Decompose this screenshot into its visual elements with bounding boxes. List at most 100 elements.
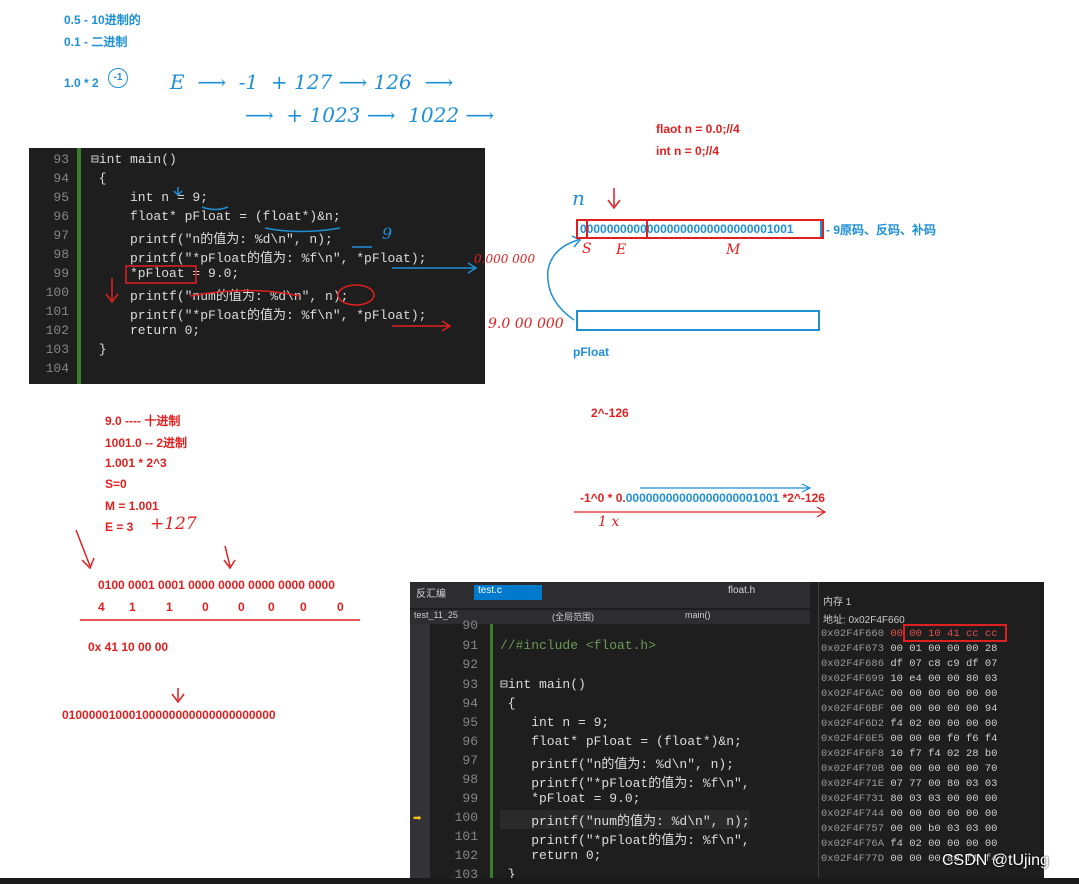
hex-digit: 1: [129, 600, 136, 614]
code-line-current[interactable]: printf("num的值为: %d\n", n);: [500, 810, 750, 829]
line-number: 90: [462, 618, 478, 633]
function-dropdown[interactable]: main(): [685, 610, 711, 620]
memory-row[interactable]: 0x02F4F71E 07 77 00 80 03 03: [821, 778, 998, 790]
line-number: 95: [53, 190, 69, 205]
hand-e-row: E ⟶ -1 + 127 ⟶ 126 ⟶: [170, 70, 454, 94]
arrow-right-icon: [574, 506, 827, 518]
line-number: 99: [53, 266, 69, 281]
memory-row[interactable]: 0x02F4F6AC 00 00 00 00 00 00: [821, 688, 998, 700]
code-line[interactable]: printf("num的值为: %d\n", n);: [91, 289, 349, 304]
memory-row[interactable]: 0x02F4F660 00 00 10 41 cc cc: [821, 628, 998, 640]
calc-expr: -1^0 * 0.00000000000000000001001 *2^-126: [580, 491, 825, 505]
hand-e-row2: ⟶ + 1023 ⟶ 1022 ⟶: [245, 103, 495, 127]
memory-row[interactable]: 0x02F4F699 10 e4 00 00 80 03: [821, 673, 998, 685]
code-line[interactable]: int n = 9;: [500, 715, 610, 730]
code-line[interactable]: printf("*pFloat的值为: %f\n",: [500, 833, 750, 848]
tab-float-h[interactable]: float.h: [728, 585, 756, 596]
memory-title: 内存 1: [823, 597, 852, 608]
memory-row[interactable]: 0x02F4F686 df 07 c8 c9 df 07: [821, 658, 998, 670]
code-line[interactable]: printf("*pFloat的值为: %f\n",: [500, 776, 750, 791]
hex-digit: 4: [98, 600, 105, 614]
note-float-zero: flaot n = 0.0;//4: [656, 122, 740, 136]
code-line[interactable]: ⊟int main(): [91, 152, 177, 167]
label-s: S: [582, 241, 592, 257]
memory-row[interactable]: 0x02F4F757 00 00 b0 03 03 00: [821, 823, 998, 835]
code-line[interactable]: float* pFloat = (float*)&n;: [500, 734, 742, 749]
line-number: 102: [45, 323, 69, 338]
memory-row[interactable]: 0x02F4F70B 00 00 00 00 00 70: [821, 763, 998, 775]
code-line[interactable]: return 0;: [91, 323, 201, 338]
memory-row[interactable]: 0x02F4F6BF 00 00 00 00 00 94: [821, 703, 998, 715]
code-line[interactable]: printf("*pFloat的值为: %f\n", *pFloat);: [91, 308, 427, 323]
calc-hex-result: 0x 41 10 00 00: [88, 640, 169, 654]
code-line[interactable]: //#include <float.h>: [500, 638, 657, 653]
project-dropdown[interactable]: test_11_25: [414, 610, 458, 620]
code-line[interactable]: *pFloat = 9.0;: [500, 791, 641, 806]
bits-box: 00000000000000000000000000001001: [576, 219, 824, 239]
memory-row[interactable]: 0x02F4F6E5 00 00 00 f0 f6 f4: [821, 733, 998, 745]
tab-test-c[interactable]: test.c: [474, 585, 542, 600]
code-line[interactable]: float* pFloat = (float*)&n;: [91, 209, 341, 224]
code-line[interactable]: {: [91, 171, 107, 186]
memory-row[interactable]: 0x02F4F6D2 f4 02 00 00 00 00: [821, 718, 998, 730]
line-number: 100: [454, 810, 478, 825]
code-editor[interactable]: ➡ 90 91 92 93 94 95 96 97 98 99 100 101 …: [410, 618, 810, 884]
code-line[interactable]: {: [500, 696, 516, 711]
memory-row[interactable]: 0x02F4F76A f4 02 00 00 00 00: [821, 838, 998, 850]
pfloat-box: [576, 310, 820, 331]
code-line[interactable]: printf("*pFloat的值为: %f\n", *pFloat);: [91, 251, 427, 266]
line-number: 95: [462, 715, 478, 730]
calc-scientific: 1.001 * 2^3: [105, 456, 167, 470]
line-number: 101: [454, 829, 478, 844]
note-exponent-circled: -1: [108, 68, 128, 88]
code-line[interactable]: return 0;: [500, 848, 602, 863]
line-number: 93: [462, 677, 478, 692]
hex-digit: 0: [300, 600, 307, 614]
calc-m: M = 1.001: [105, 499, 159, 513]
memory-row[interactable]: 0x02F4F673 00 01 00 00 00 28: [821, 643, 998, 655]
line-number: 104: [45, 361, 69, 376]
line-number: 101: [45, 304, 69, 319]
arrow-up-icon: [571, 235, 582, 248]
line-number: 97: [462, 753, 478, 768]
calc-plus127: +127: [150, 514, 197, 534]
note-formula: 1.0 * 2: [64, 76, 99, 90]
memory-row[interactable]: 0x02F4F6F8 10 f7 f4 02 28 b0: [821, 748, 998, 760]
memory-row[interactable]: 0x02F4F731 80 03 03 00 00 00: [821, 793, 998, 805]
code-line[interactable]: printf("n的值为: %d\n", n);: [91, 232, 333, 247]
tab-bar: 反汇编 test.c float.h: [410, 582, 810, 608]
code-line[interactable]: }: [91, 342, 107, 357]
code-panel: 93 94 95 96 97 98 99 100 101 102 103 104…: [29, 148, 485, 384]
scope-dropdown[interactable]: (全局范围): [552, 612, 594, 622]
calc-full-bits: 01000001000100000000000000000000: [62, 708, 276, 722]
hex-digit: 0: [337, 600, 344, 614]
memory-address-field[interactable]: 地址: 0x02F4F660: [823, 615, 905, 626]
line-number: 94: [462, 696, 478, 711]
change-gutter: [77, 148, 81, 384]
code-line[interactable]: int n = 9;: [91, 190, 209, 205]
ide-window: 反汇编 test.c float.h test_11_25 (全局范围) mai…: [410, 582, 1044, 884]
arrow-right-icon: [640, 483, 812, 493]
calc-decimal: 9.0 ---- 十进制: [105, 414, 181, 428]
tab-disassembly[interactable]: 反汇编: [416, 589, 446, 600]
arrow-down-icon: [105, 278, 119, 304]
ann-zero-output: 0.000 000: [474, 252, 536, 266]
bottom-bar: [0, 878, 1079, 884]
ann-nine: 9: [382, 224, 393, 243]
arrow-right-icon: [392, 320, 452, 332]
code-line[interactable]: printf("n的值为: %d\n", n);: [500, 757, 735, 772]
line-number: 93: [53, 152, 69, 167]
mantissa-bits-box: [646, 219, 824, 239]
code-line[interactable]: ⊟int main(): [500, 677, 586, 692]
calc-exponent: 2^-126: [591, 406, 629, 420]
highlight-box: [125, 265, 197, 284]
hex-digit: 0: [202, 600, 209, 614]
line-number: 102: [454, 848, 478, 863]
memory-row[interactable]: 0x02F4F744 00 00 00 00 00 00: [821, 808, 998, 820]
code-line[interactable]: }: [500, 867, 516, 882]
ann-nine-output: 9.0 00 000: [488, 316, 564, 332]
memory-row[interactable]: 0x02F4F77D 00 00 00 a0 f1 f4: [821, 853, 998, 865]
line-number: 91: [462, 638, 478, 653]
hand-one-x: 1 x: [598, 514, 620, 530]
